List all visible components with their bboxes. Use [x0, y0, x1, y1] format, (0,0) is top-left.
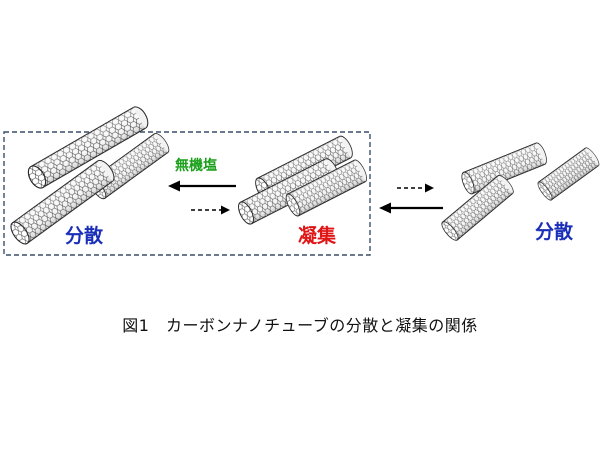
dispersed-tubes-right [438, 140, 600, 244]
dispersion-label-left: 分散 [65, 224, 103, 247]
salt-label: 無機塩 [175, 157, 217, 174]
dashed-arrow-to-dispersion-right [397, 183, 434, 193]
aggregated-tubes [234, 133, 370, 227]
aggregation-label: 凝集 [298, 224, 337, 247]
arrow-salt-to-dispersion [168, 180, 236, 192]
dashed-arrow-to-aggregation-left [191, 205, 230, 215]
figure-caption: 図1 カーボンナノチューブの分散と凝集の関係 [122, 316, 478, 335]
dashed-region-box [3, 131, 371, 256]
dispersion-label-right: 分散 [535, 220, 573, 243]
arrow-to-aggregation-right [379, 202, 443, 214]
